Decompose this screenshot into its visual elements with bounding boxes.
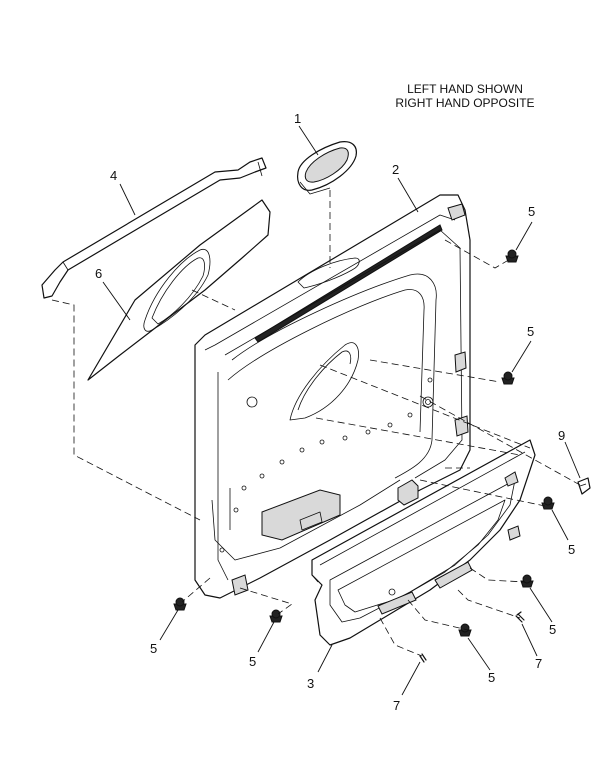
callout-5-f: 5	[150, 641, 157, 656]
callout-labels: 1 2 4 6 5 5 9 5 5 7 5 5 5 3 7	[95, 111, 575, 713]
callout-6: 6	[95, 266, 102, 281]
callout-5-e: 5	[488, 670, 495, 685]
part-9-clip	[577, 477, 591, 495]
part-4-bracket	[41, 157, 267, 299]
callout-5-a: 5	[528, 204, 535, 219]
callout-2: 2	[392, 162, 399, 177]
alignment-lines	[51, 190, 581, 657]
note-line-2: RIGHT HAND OPPOSITE	[395, 96, 535, 110]
callout-3: 3	[307, 676, 314, 691]
callout-5-b: 5	[527, 324, 534, 339]
callout-1: 1	[294, 111, 301, 126]
part-6-pad	[87, 199, 271, 381]
part-2-door-panel	[194, 194, 471, 599]
panel-fastener-holes	[219, 377, 433, 553]
view-note: LEFT HAND SHOWN RIGHT HAND OPPOSITE	[360, 82, 570, 110]
callout-5-g: 5	[249, 654, 256, 669]
callout-5-c: 5	[568, 542, 575, 557]
callout-4: 4	[110, 168, 117, 183]
part-7-screws	[419, 611, 525, 663]
part-3-lower-panel	[311, 439, 536, 646]
part-5-retainers	[173, 249, 555, 637]
callout-9: 9	[558, 428, 565, 443]
leader-lines	[102, 125, 581, 696]
callout-7-b: 7	[393, 698, 400, 713]
part-1-handle-bezel	[297, 141, 357, 195]
note-line-1: LEFT HAND SHOWN	[407, 82, 523, 96]
callout-7-a: 7	[535, 656, 542, 671]
callout-5-d: 5	[549, 622, 556, 637]
